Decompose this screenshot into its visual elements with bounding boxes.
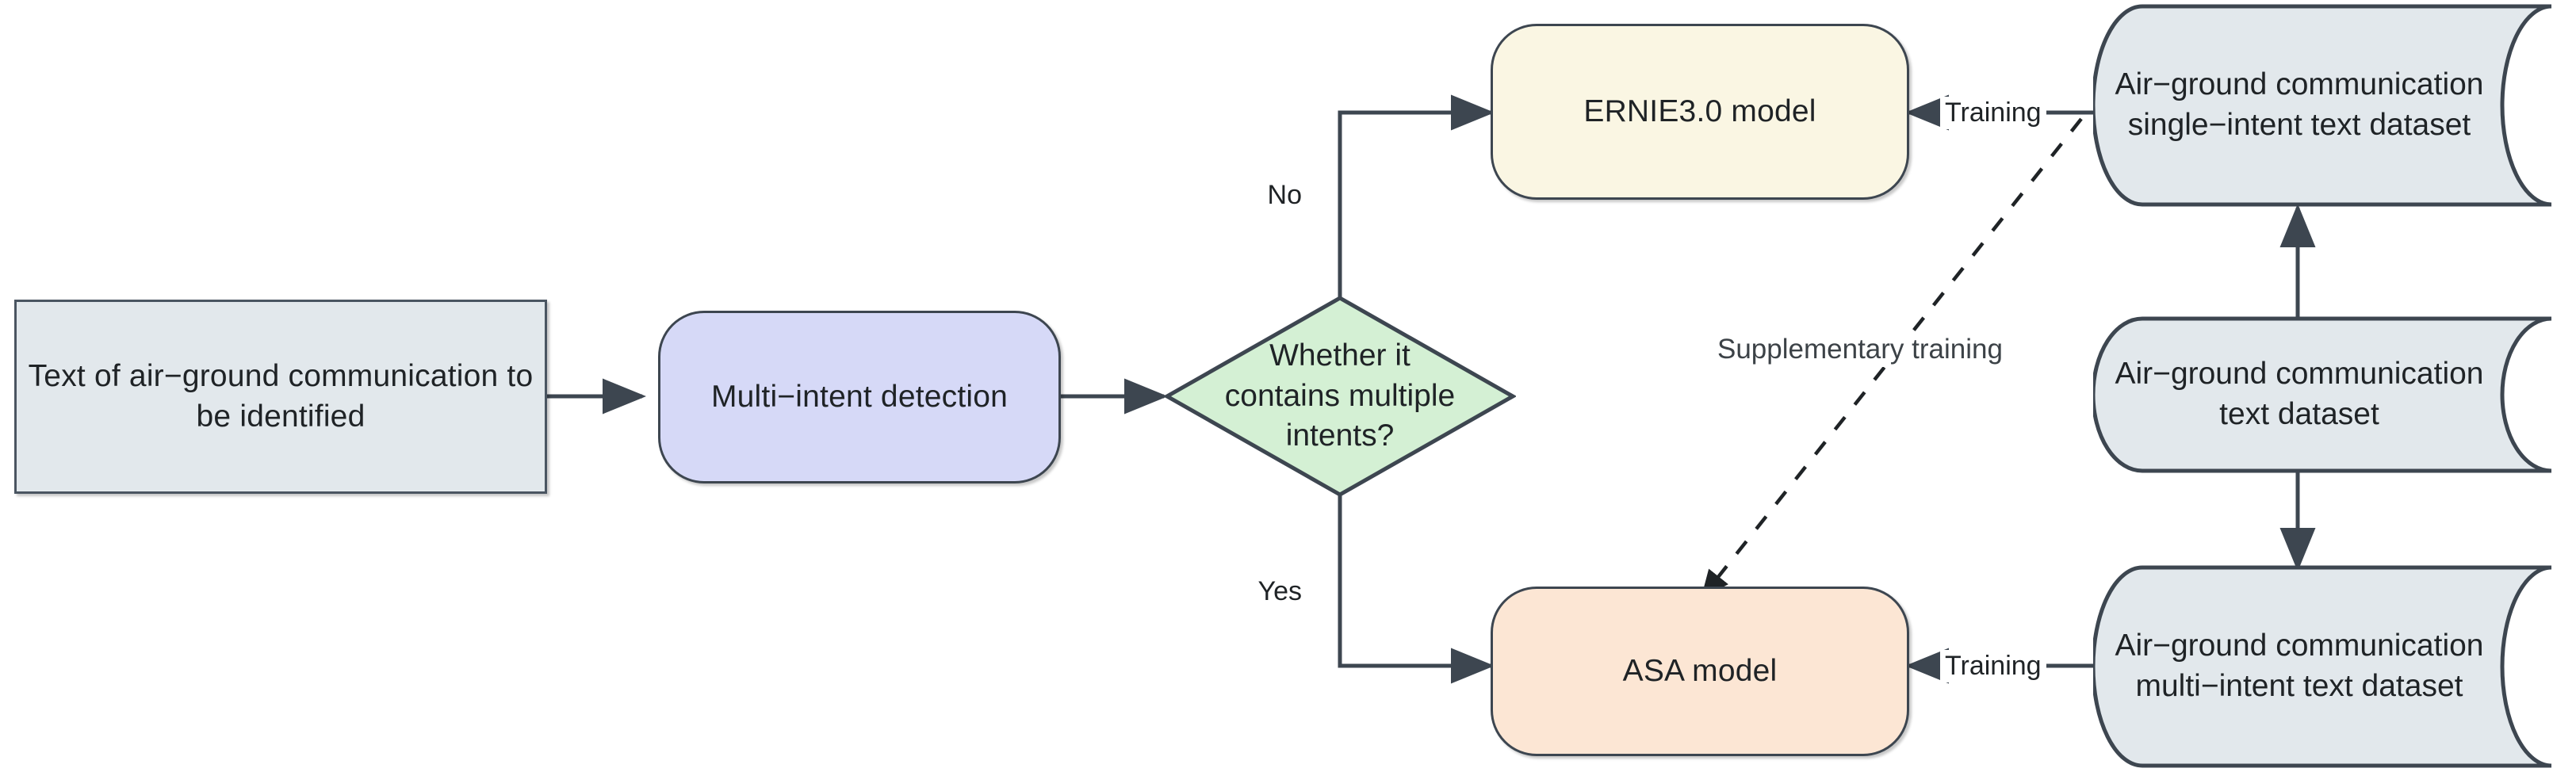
edge-label-training-bottom: Training	[1940, 650, 2046, 683]
edge-label-training-top: Training	[1940, 97, 2046, 130]
edge-label-yes: Yes	[1253, 575, 1307, 609]
edge-supplementary-training-dashed	[1701, 117, 2083, 599]
database-cylinder-shape	[2093, 316, 2552, 473]
node-asa-model-label: ASA model	[1622, 653, 1778, 688]
node-ernie30-model[interactable]: ERNIE3.0 model	[1491, 24, 1909, 200]
node-input-text[interactable]: Text of air−ground communication to be i…	[14, 300, 547, 494]
node-multi-intent-detection[interactable]: Multi−intent detection	[658, 311, 1061, 483]
decision-diamond-shape	[1164, 296, 1516, 497]
edge-decision-no-to-ernie	[1338, 94, 1495, 303]
node-multi-intent-detection-label: Multi−intent detection	[710, 379, 1009, 414]
node-ernie30-model-label: ERNIE3.0 model	[1583, 94, 1816, 128]
node-decision-multiple-intents[interactable]: Whether it contains multiple intents?	[1164, 295, 1516, 498]
edge-label-no: No	[1262, 179, 1307, 212]
node-single-intent-dataset[interactable]: Air−ground communication single−intent t…	[2093, 3, 2576, 208]
database-cylinder-shape	[2093, 565, 2552, 768]
node-multi-intent-dataset[interactable]: Air−ground communication multi−intent te…	[2093, 564, 2576, 769]
database-cylinder-shape	[2093, 4, 2552, 207]
node-communication-text-dataset[interactable]: Air−ground communication text dataset	[2093, 315, 2576, 474]
node-input-text-label: Text of air−ground communication to be i…	[28, 358, 534, 434]
edge-label-supplementary-training: Supplementary training	[1713, 333, 2008, 367]
edge-decision-yes-to-asa	[1338, 490, 1495, 684]
node-asa-model[interactable]: ASA model	[1491, 587, 1909, 756]
